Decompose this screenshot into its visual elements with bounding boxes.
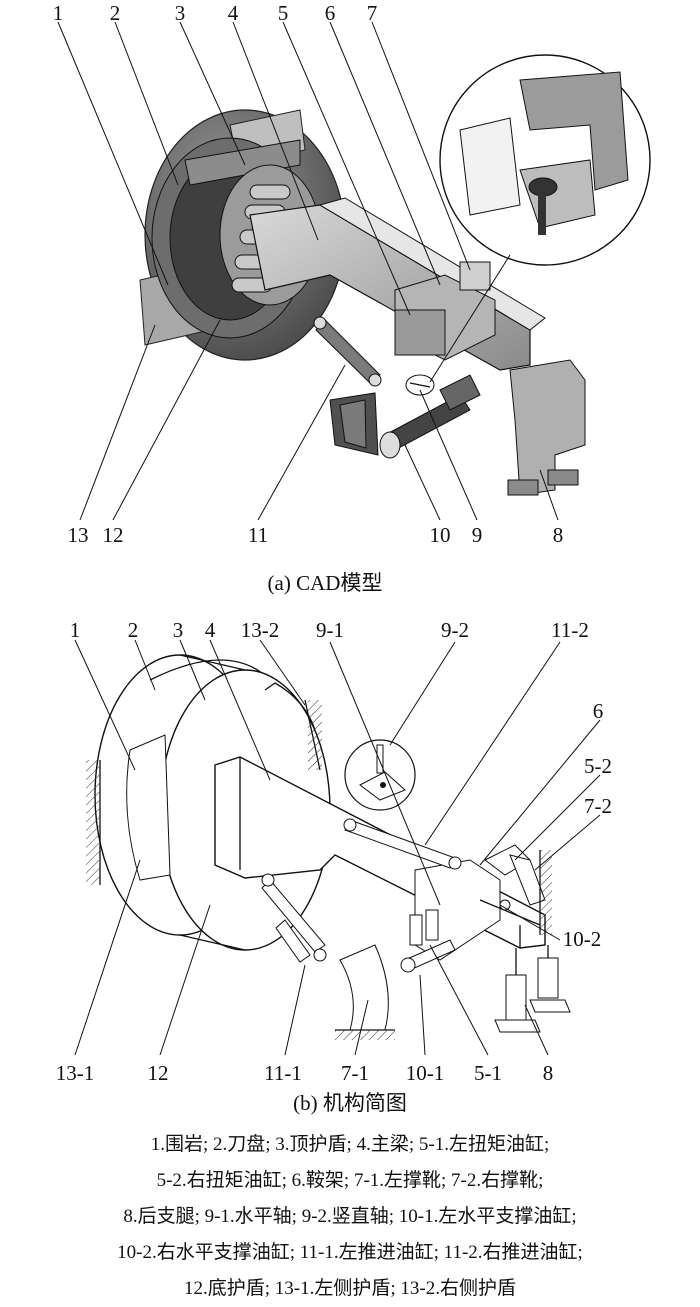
- cad-label-12: 12: [103, 523, 124, 547]
- sketch-left-side-shield: [86, 734, 171, 885]
- sketch-torque-cylinders: [409, 909, 439, 946]
- cad-label-6: 6: [325, 1, 336, 25]
- sketch-label-1: 1: [70, 618, 81, 642]
- sketch-right-gripper: [509, 850, 552, 935]
- sketch-right-propel-cylinder: [343, 818, 462, 870]
- cad-caption: (a) CAD模型: [268, 571, 383, 595]
- sketch-label-3: 3: [173, 618, 184, 642]
- sketch-label-8: 8: [543, 1061, 554, 1085]
- sketch-caption: (b) 机构简图: [293, 1091, 407, 1115]
- sketch-label-5-2: 5-2: [584, 754, 612, 778]
- sketch-label-12: 12: [148, 1061, 169, 1085]
- sketch-label-7-1: 7-1: [341, 1061, 369, 1085]
- sketch-label-10-2: 10-2: [563, 927, 602, 951]
- sketch-horizontal-cylinders: [400, 899, 541, 973]
- sketch-label-2: 2: [128, 618, 139, 642]
- sketch-pivot-detail: [344, 739, 416, 811]
- sketch-label-11-1: 11-1: [264, 1061, 302, 1085]
- sketch-label-9-1: 9-1: [316, 618, 344, 642]
- sketch-label-11-2: 11-2: [551, 618, 589, 642]
- cad-label-4: 4: [228, 1, 239, 25]
- sketch-label-10-1: 10-1: [406, 1061, 445, 1085]
- sketch-rear-legs: [494, 945, 571, 1033]
- cad-label-10: 10: [430, 523, 451, 547]
- cad-label-5: 5: [278, 1, 289, 25]
- cad-label-2: 2: [110, 1, 121, 25]
- cad-label-1: 1: [53, 1, 64, 25]
- legend-line: 1.围岩; 2.刀盘; 3.顶护盾; 4.主梁; 5-1.左扭矩油缸;: [151, 1133, 549, 1155]
- mechanism-sketch-figure: 1 2 3 4 13-2 9-1 9-2 11-2 6 5-2 7-2 10-2…: [56, 618, 612, 1115]
- cad-model-figure: 1 2 3 4 5 6 7 13 12 11 10 9 8 (a) CAD模型: [53, 1, 651, 595]
- cad-label-9: 9: [472, 523, 483, 547]
- legend-line: 12.底护盾; 13-1.左侧护盾; 13-2.右侧护盾: [184, 1277, 516, 1299]
- cad-left-gripper: [329, 392, 379, 456]
- sketch-label-13-2: 13-2: [241, 618, 280, 642]
- cad-label-11: 11: [248, 523, 268, 547]
- cad-detail-inset: [439, 54, 651, 266]
- sketch-left-propel-cylinder: [261, 873, 327, 963]
- sketch-leader-lines: [74, 639, 601, 1056]
- sketch-left-gripper: [335, 944, 395, 1040]
- cad-label-3: 3: [175, 1, 186, 25]
- legend-line: 8.后支腿; 9-1.水平轴; 9-2.竖直轴; 10-1.左水平支撑油缸;: [123, 1205, 576, 1227]
- sketch-label-7-2: 7-2: [584, 794, 612, 818]
- sketch-label-5-1: 5-1: [474, 1061, 502, 1085]
- sketch-label-6: 6: [593, 699, 604, 723]
- cad-saddle: [394, 261, 496, 361]
- cad-horizontal-cylinder: [379, 374, 481, 459]
- sketch-label-13-1: 13-1: [56, 1061, 95, 1085]
- legend-line: 5-2.右扭矩油缸; 6.鞍架; 7-1.左撑靴; 7-2.右撑靴;: [157, 1169, 544, 1191]
- cad-label-7: 7: [367, 1, 378, 25]
- cad-propel-cylinder: [313, 316, 382, 387]
- cad-rear-leg: [507, 359, 586, 496]
- cad-leader-lines: [57, 21, 559, 521]
- cad-label-8: 8: [553, 523, 564, 547]
- sketch-label-9-2: 9-2: [441, 618, 469, 642]
- sketch-right-side-shield: [264, 682, 322, 771]
- legend-line: 10-2.右水平支撑油缸; 11-1.左推进油缸; 11-2.右推进油缸;: [117, 1241, 583, 1263]
- legend: 1.围岩; 2.刀盘; 3.顶护盾; 4.主梁; 5-1.左扭矩油缸; 5-2.…: [117, 1133, 583, 1299]
- sketch-label-4: 4: [205, 618, 216, 642]
- cad-label-13: 13: [68, 523, 89, 547]
